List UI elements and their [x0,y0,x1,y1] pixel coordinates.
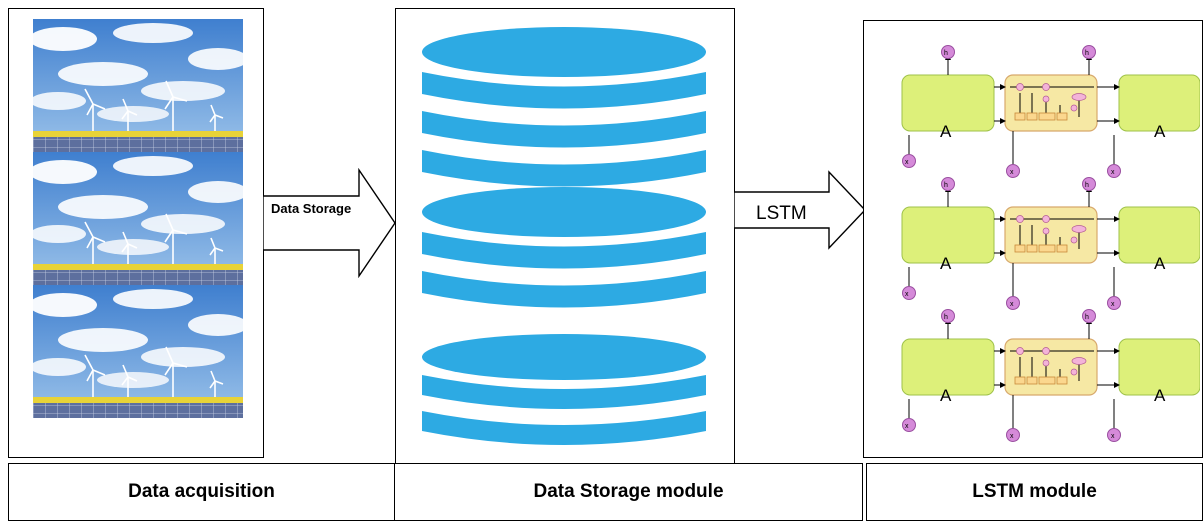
data-acquisition-panel [8,8,264,458]
lstm-input-label: x [1111,301,1115,308]
lstm-output-label: h [1085,314,1089,321]
lstm-output-label: h [944,314,948,321]
lstm-block-label: A [1154,122,1166,141]
lstm-block-label: A [1154,386,1166,405]
lstm-block-label: A [1154,254,1166,273]
database-stack-icon [422,27,706,445]
lstm-input-label: x [1010,433,1014,440]
lstm-output-label: h [1085,50,1089,57]
lstm-output-label: h [1085,182,1089,189]
lstm-block-label: A [940,386,952,405]
data-storage-caption: Data Storage module [394,463,863,521]
wind-solar-farm-image [33,19,243,419]
lstm-diagram: A A h h x x x A A h h x x x A A h h x x … [864,21,1200,451]
lstm-input-label: x [905,291,909,298]
lstm-input-label: x [1111,169,1115,176]
lstm-panel: A A h h x x x A A h h x x x A A h h x x … [863,20,1203,458]
lstm-block-label: A [940,122,952,141]
data-acquisition-caption: Data acquisition [8,463,395,521]
data-storage-arrow-label: Data Storage [271,201,352,216]
lstm-input-label: x [1010,301,1014,308]
lstm-arrow-label: LSTM [756,203,807,224]
lstm-input-label: x [1010,169,1014,176]
lstm-output-label: h [944,50,948,57]
lstm-module-caption: LSTM module [866,463,1203,521]
data-storage-arrow [263,168,396,278]
lstm-arrow [734,170,866,250]
lstm-input-label: x [905,423,909,430]
data-storage-panel [395,8,735,466]
lstm-input-label: x [905,159,909,166]
lstm-output-label: h [944,182,948,189]
lstm-input-label: x [1111,433,1115,440]
lstm-block-label: A [940,254,952,273]
